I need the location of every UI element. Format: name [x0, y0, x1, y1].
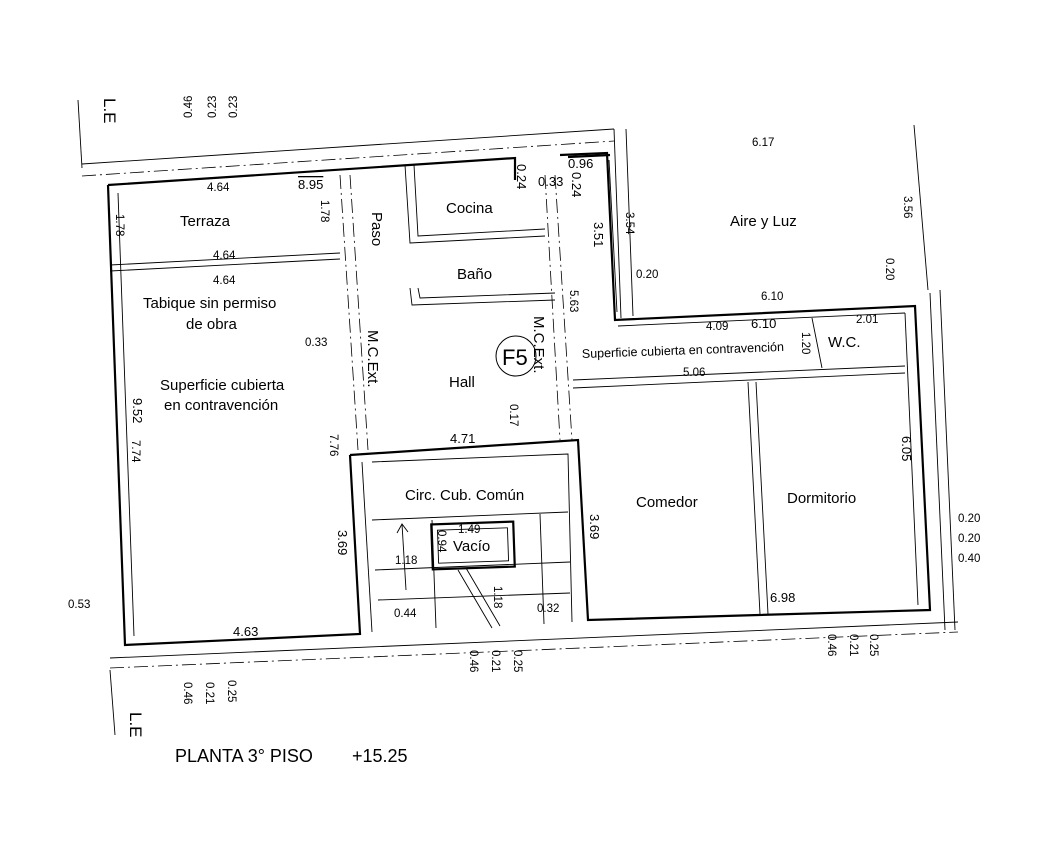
dim-094: 0.94	[435, 530, 447, 553]
dim-178-left: 1.78	[113, 214, 125, 236]
plan-caption: PLANTA 3° PISO	[175, 746, 313, 766]
room-bano: Baño	[457, 266, 492, 283]
dim-020-r1: 0.20	[958, 513, 980, 525]
room-mcext-left: M.C.Ext.	[364, 330, 381, 388]
dim-178-inner: 1.78	[318, 200, 330, 222]
dim-bot-046-b: 0.46	[467, 650, 479, 672]
dim-471: 4.71	[450, 431, 475, 446]
dim-033-top: 0.33	[538, 174, 563, 189]
room-sup-cubierta-line1: Superficie cubierta	[160, 377, 285, 394]
dim-top-046: 0.46	[183, 96, 195, 118]
dim-top-023a: 0.23	[207, 96, 219, 118]
room-vacio: Vacío	[453, 538, 490, 555]
dim-bot-046-a: 0.46	[181, 682, 193, 704]
dim-201: 2.01	[856, 314, 878, 326]
dim-351: 3.51	[591, 222, 606, 247]
room-comedor: Comedor	[636, 494, 698, 511]
le-label-top: L.E	[100, 98, 119, 124]
dim-563: 5.63	[567, 290, 579, 312]
dim-698: 6.98	[770, 590, 795, 605]
dim-020-right: 0.20	[883, 258, 895, 280]
dim-369-left: 3.69	[335, 530, 350, 555]
dim-bot-021-c: 0.21	[847, 634, 859, 656]
dim-020-r2: 0.20	[958, 533, 980, 545]
room-mcext-right: M.C.Ext.	[530, 316, 547, 374]
dim-354: 3.54	[623, 212, 635, 235]
dim-895: 8.95	[298, 177, 323, 192]
walls	[106, 151, 932, 647]
dim-bot-025-b: 0.25	[511, 650, 523, 672]
dim-774: 7.74	[129, 440, 141, 463]
room-tabique-line1: Tabique sin permiso	[143, 295, 276, 312]
dim-776: 7.76	[327, 434, 339, 456]
dim-118-left: 1.18	[395, 555, 417, 567]
room-terraza: Terraza	[180, 213, 231, 230]
dim-bot-021-b: 0.21	[489, 650, 501, 672]
dim-024-a: 0.24	[514, 164, 529, 189]
dim-032: 0.32	[537, 603, 559, 615]
dim-024-b: 0.24	[569, 172, 584, 197]
dim-044: 0.44	[394, 608, 417, 620]
dim-118-right: 1.18	[491, 586, 503, 608]
room-cocina: Cocina	[446, 200, 493, 217]
dim-506: 5.06	[683, 367, 705, 379]
dim-096: 0.96	[568, 156, 593, 171]
dim-bot-025-a: 0.25	[225, 680, 237, 702]
dim-020-aire: 0.20	[636, 269, 658, 281]
dim-040: 0.40	[958, 553, 980, 565]
dim-bot-046-c: 0.46	[825, 634, 837, 656]
property-lines	[77, 99, 959, 736]
dim-409: 4.09	[706, 321, 728, 333]
room-circ-cub-comun: Circ. Cub. Común	[405, 487, 524, 504]
dim-605: 6.05	[899, 436, 914, 461]
dim-top-023b: 0.23	[228, 96, 240, 118]
room-hall: Hall	[449, 374, 475, 391]
room-tabique-line2: de obra	[186, 316, 238, 333]
dimensions: 0.46 0.23 0.23 6.17 3.56 0.20 0.20 4.64 …	[68, 96, 980, 705]
dim-369-right: 3.69	[587, 514, 602, 539]
dim-610-top: 6.10	[761, 291, 783, 303]
room-sup-contravencion: Superficie cubierta en contravención	[582, 340, 785, 361]
dim-617: 6.17	[752, 137, 774, 149]
dim-463: 4.63	[233, 624, 258, 639]
dim-149: 1.49	[458, 524, 480, 536]
room-aire-luz: Aire y Luz	[730, 213, 797, 230]
dim-017: 0.17	[507, 404, 519, 426]
room-dormitorio: Dormitorio	[787, 490, 856, 507]
unit-tag-circle	[495, 335, 537, 377]
dim-033-mid: 0.33	[305, 337, 327, 349]
le-label-bottom: L.E	[126, 712, 145, 738]
room-sup-cubierta-line2: en contravención	[164, 397, 278, 414]
dim-356: 3.56	[901, 196, 913, 218]
dim-120: 1.20	[799, 332, 811, 354]
dim-053: 0.53	[68, 599, 90, 611]
dim-952: 9.52	[130, 398, 145, 423]
unit-tag: F5	[502, 345, 528, 370]
dim-464-top: 4.64	[207, 182, 230, 194]
dim-464-mid-a: 4.64	[213, 250, 236, 262]
dim-bot-025-c: 0.25	[867, 634, 879, 656]
dim-464-mid-b: 4.64	[213, 275, 236, 287]
room-paso: Paso	[368, 212, 385, 246]
plan-level: +15.25	[352, 746, 408, 766]
dim-bot-021-a: 0.21	[203, 682, 215, 704]
room-wc: W.C.	[828, 334, 861, 351]
dim-610-mid: 6.10	[751, 316, 776, 331]
